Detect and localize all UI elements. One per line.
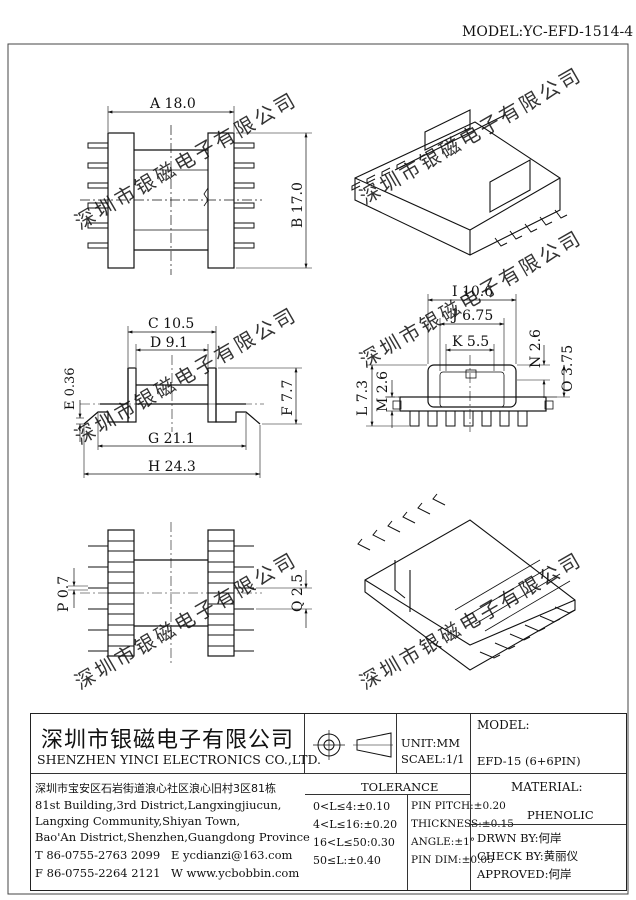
watermark-group: 深圳市银磁电子有限公司 深圳市银磁电子有限公司 深圳市银磁电子有限公司 深圳市银… — [71, 62, 587, 694]
top-view — [80, 106, 312, 275]
iso-view-top — [351, 109, 568, 256]
address-cn: 深圳市宝安区石岩街道浪心社区浪心旧村3区81栋 — [35, 782, 276, 795]
side-view — [76, 326, 302, 478]
dim-a: A 18.0 — [149, 96, 196, 112]
tolerance-title: TOLERANCE — [361, 780, 439, 794]
drawing-border — [7, 43, 629, 895]
address-en-1: 81st Building,3rd District,Langxingjiucu… — [35, 798, 282, 812]
dim-i: I 10.6 — [452, 284, 493, 300]
dim-n: N 2.6 — [528, 329, 544, 368]
tolerance-row-3: 16<L≤50:0.30 — [313, 836, 395, 849]
dim-d: D 9.1 — [150, 335, 188, 351]
dim-h: H 24.3 — [148, 459, 196, 475]
model-header: MODEL:YC-EFD-1514-4 — [462, 24, 633, 40]
projection-symbol-icon — [313, 730, 393, 760]
dim-l: L 7.3 — [355, 380, 371, 416]
company-name-cn: 深圳市银磁电子有限公司 — [41, 728, 295, 753]
tel: T 86-0755-2763 2099 — [35, 848, 161, 862]
title-block: 深圳市银磁电子有限公司 SHENZHEN YINCI ELECTRONICS C… — [30, 713, 627, 891]
projection-cell — [305, 714, 397, 774]
email: E ycdianzi@163.com — [171, 848, 293, 862]
company-name-en: SHENZHEN YINCI ELECTRONICS CO.,LTD. — [37, 752, 322, 767]
pin-row-4: PIN DIM:±0.05 — [411, 854, 494, 866]
tolerance-row-2: 4<L≤16:±0.20 — [313, 818, 398, 831]
dim-b: B 17.0 — [290, 182, 306, 228]
dim-p: P 0.7 — [56, 576, 72, 612]
signature-divider — [471, 824, 626, 825]
material-label: MATERIAL: — [511, 780, 583, 794]
watermark-5: 深圳市银磁电子有限公司 — [71, 547, 302, 694]
model-value: EFD-15 (6+6PIN) — [477, 754, 581, 768]
dim-j: J 6.75 — [450, 308, 493, 324]
web: W www.ycbobbin.com — [171, 866, 300, 880]
dim-c: C 10.5 — [148, 316, 194, 332]
scale: SCAEL:1/1 — [401, 752, 465, 766]
bottom-view — [68, 522, 312, 664]
material-value: PHENOLIC — [527, 808, 594, 822]
company-cell — [31, 714, 305, 774]
dim-k: K 5.5 — [452, 334, 489, 350]
watermark-2: 深圳市银磁电子有限公司 — [356, 62, 587, 209]
pin-row-3: ANGLE:±1° — [411, 836, 476, 848]
fax: F 86-0755-2264 2121 — [35, 866, 161, 880]
model-label: MODEL: — [477, 718, 530, 732]
iso-view-bottom — [357, 493, 576, 671]
address-en-2: Langxing Community,Shiyan Town, — [35, 814, 241, 828]
unit-cell — [397, 714, 471, 774]
check-by: CHECK BY:黄丽仪 — [477, 849, 579, 863]
dim-q: Q 2.5 — [290, 574, 306, 612]
pin-row-1: PIN PITCH:±0.20 — [411, 800, 506, 812]
tolerance-cell — [305, 774, 471, 890]
tolerance-row-4: 50≤L:±0.40 — [313, 854, 381, 867]
dim-o: O 3.75 — [560, 345, 576, 392]
dim-m: M 2.6 — [375, 371, 391, 412]
tolerance-row-1: 0<L≤4:±0.10 — [313, 800, 391, 813]
tolerance-col-divider — [407, 794, 408, 890]
unit: UNIT:MM — [401, 736, 460, 750]
drawn-by: DRWN BY:何岸 — [477, 831, 562, 845]
pin-row-2: THICKNESS:±0.15 — [411, 818, 514, 830]
dim-g: G 21.1 — [148, 431, 195, 447]
address-en-3: Bao'An District,Shenzhen,Guangdong Provi… — [35, 830, 310, 844]
approved-by: APPROVED:何岸 — [477, 867, 572, 881]
dim-f: F 7.7 — [280, 380, 296, 416]
model-cell — [471, 714, 626, 774]
tolerance-divider — [305, 794, 471, 795]
front-view — [366, 294, 570, 432]
dim-e: E 0.36 — [63, 367, 78, 410]
